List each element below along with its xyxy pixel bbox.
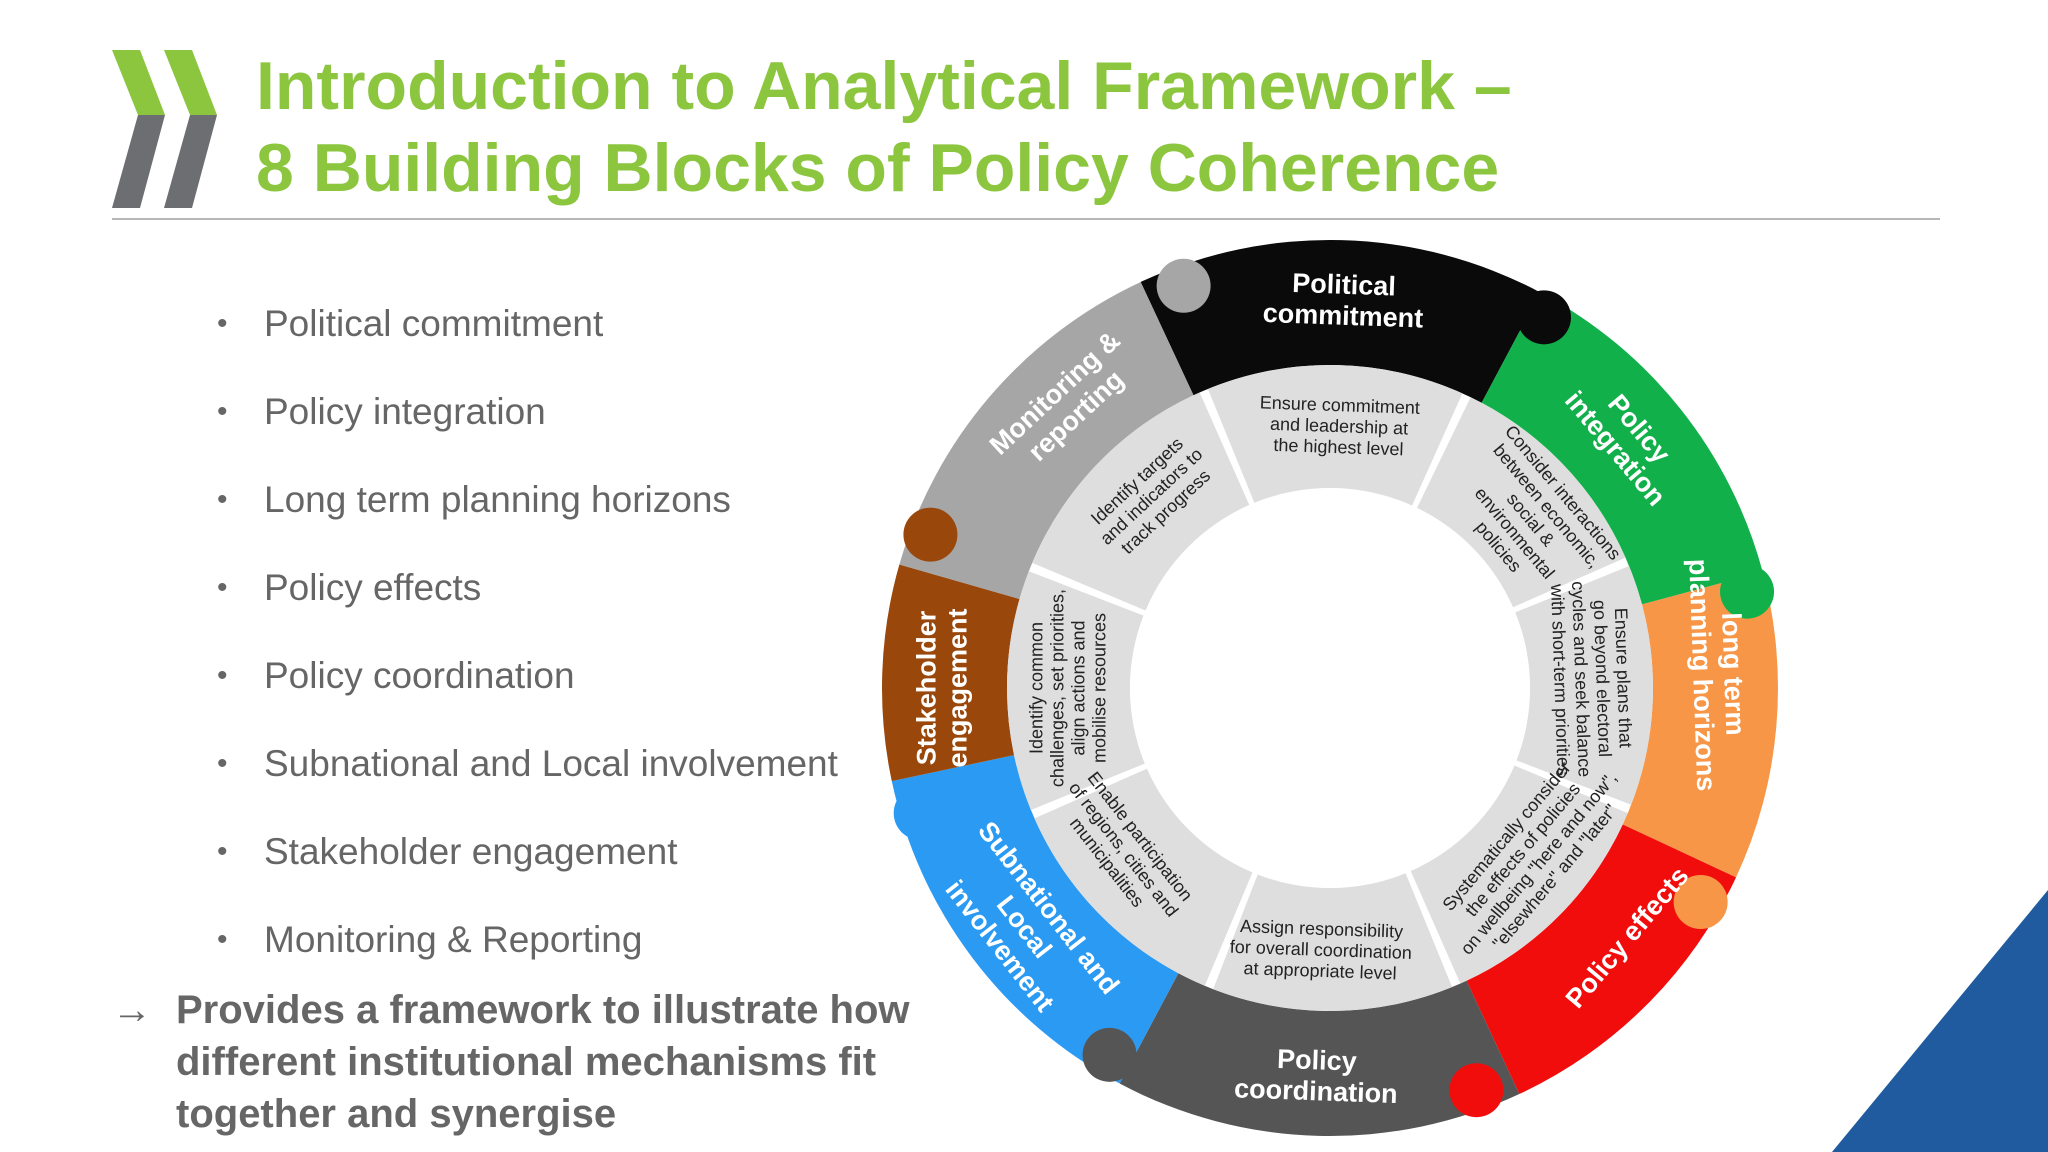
right-arrow-icon: →	[112, 988, 152, 1032]
bullet-icon: •	[217, 307, 228, 340]
list-item: •Policy effects	[217, 567, 482, 608]
wheel-segment	[1481, 292, 1763, 605]
bullet-icon: •	[217, 659, 228, 692]
logo-chevron-grey-1	[112, 115, 165, 208]
wheel-segment	[1119, 973, 1520, 1136]
list-item: •Political commitment	[217, 303, 604, 344]
bullet-icon: •	[217, 923, 228, 956]
wheel-segment-label: long termplanning horizons	[1683, 557, 1752, 791]
wheel-connector-knob	[1082, 1027, 1137, 1082]
conclusion-text: Provides a framework to illustrate how d…	[176, 988, 910, 1136]
wheel-inner-segment	[1213, 873, 1453, 1011]
bullet-icon: •	[217, 483, 228, 516]
wheel-segment-label: Stakeholderengagement	[912, 608, 973, 767]
wheel-segment-description: Ensure commitmentand leadership atthe hi…	[1258, 392, 1420, 460]
wheel-segment-description: Assign responsibilityfor overall coordin…	[1229, 916, 1413, 984]
wheel-segment-description: Ensure plans thatgo beyond electoralcycl…	[1547, 579, 1637, 778]
wheel-connector-knob	[1720, 564, 1775, 619]
page-title-line-2: 8 Building Blocks of Policy Coherence	[256, 130, 1500, 206]
wheel-segment	[891, 755, 1179, 1084]
wheel-segment	[899, 281, 1194, 599]
list-item: •Monitoring & Reporting	[217, 919, 643, 960]
wheel-segment	[1140, 240, 1541, 403]
wheel-inner-segment	[1410, 765, 1628, 984]
logo-chevron-grey-2	[164, 115, 217, 208]
wheel-segment	[1622, 572, 1779, 878]
wheel-center	[1130, 488, 1530, 888]
wheel-connector-knob	[893, 786, 948, 841]
wheel-connector-knob	[1517, 290, 1571, 345]
logo-chevron-green-2	[164, 50, 217, 115]
wheel-inner-segment	[1034, 768, 1253, 986]
wheel-inner-segment	[1417, 397, 1626, 608]
wheel-segment-label: Policycoordination	[1234, 1042, 1400, 1109]
list-item: •Stakeholder engagement	[217, 831, 678, 872]
wheel-inner-segment	[1032, 392, 1250, 611]
wheel-connector-knob	[1449, 1063, 1504, 1118]
framework-conclusion: → Provides a framework to illustrate how…	[112, 984, 1012, 1140]
logo-chevron-green-1	[112, 50, 165, 115]
bullet-icon: •	[217, 571, 228, 604]
list-item: •Subnational and Local involvement	[217, 743, 838, 784]
list-item: •Policy integration	[217, 391, 546, 432]
building-blocks-wheel: PoliticalcommitmentPolicyintegrationlong…	[881, 240, 1779, 1136]
bullet-icon: •	[217, 395, 228, 428]
list-item: •Policy coordination	[217, 655, 575, 696]
wheel-inner-segment	[1515, 565, 1653, 805]
wheel-segment-label: Politicalcommitment	[1262, 267, 1425, 334]
corner-accent-triangle	[1832, 890, 2048, 1152]
wheel-inner-segment	[1207, 365, 1463, 506]
wheel-segment	[1466, 824, 1737, 1095]
wheel-connector-knob	[1673, 875, 1728, 929]
wheel-inner-segment	[1006, 571, 1145, 811]
wheel-connector-knob	[1156, 258, 1211, 313]
bullet-icon: •	[217, 835, 228, 868]
wheel-segment	[881, 564, 1020, 782]
building-blocks-list: •Political commitment •Policy integratio…	[210, 302, 910, 1006]
oecd-logo	[112, 50, 217, 208]
wheel-segment-description: Identify commonchallenges, set prioritie…	[1027, 589, 1110, 787]
page-title-line-1: Introduction to Analytical Framework –	[256, 48, 1512, 124]
wheel-connector-knob	[903, 507, 958, 562]
list-item: •Long term planning horizons	[217, 479, 731, 520]
bullet-icon: •	[217, 747, 228, 780]
